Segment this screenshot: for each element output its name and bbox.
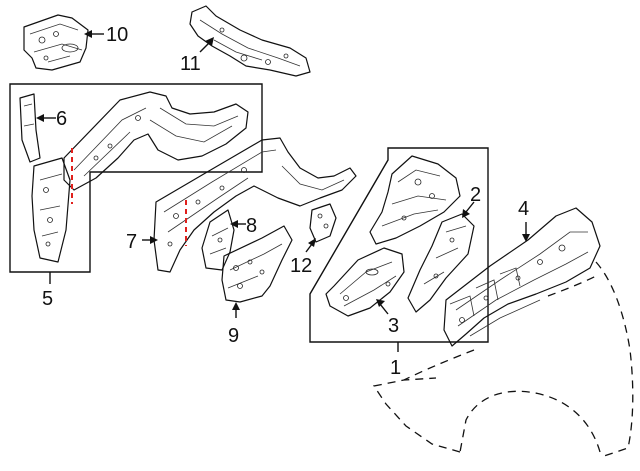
part-5-side-member [31, 91, 249, 263]
part-7-side-member [153, 137, 357, 273]
callout-4: 4 [518, 198, 529, 220]
callout-12: 12 [290, 255, 312, 277]
callout-10: 10 [106, 24, 128, 46]
callout-9: 9 [228, 325, 239, 347]
fender-outline [372, 261, 634, 457]
callout-3: 3 [388, 315, 399, 337]
leader-2 [465, 201, 475, 213]
part-10-bracket [23, 14, 89, 71]
callout-6: 6 [56, 108, 67, 130]
part-2-panel [407, 213, 475, 313]
part-3-housing [325, 247, 405, 317]
leader-12 [305, 243, 313, 253]
part-6-bracket [19, 93, 41, 163]
callout-5: 5 [42, 288, 53, 310]
part-8-bracket [201, 209, 235, 271]
callout-8: 8 [246, 215, 257, 237]
callout-1: 1 [390, 357, 401, 379]
leader-11 [199, 41, 211, 53]
callout-7: 7 [126, 231, 137, 253]
part-12-gusset [309, 203, 337, 243]
part-9-plate [221, 225, 293, 303]
part-1-strut-tower [369, 155, 461, 245]
callout-2: 2 [470, 184, 481, 206]
part-4-apron-assembly [443, 207, 601, 347]
group-box-1 [309, 147, 489, 343]
callout-11: 11 [180, 53, 201, 75]
leader-3 [379, 303, 389, 315]
group-box-5 [9, 83, 263, 273]
